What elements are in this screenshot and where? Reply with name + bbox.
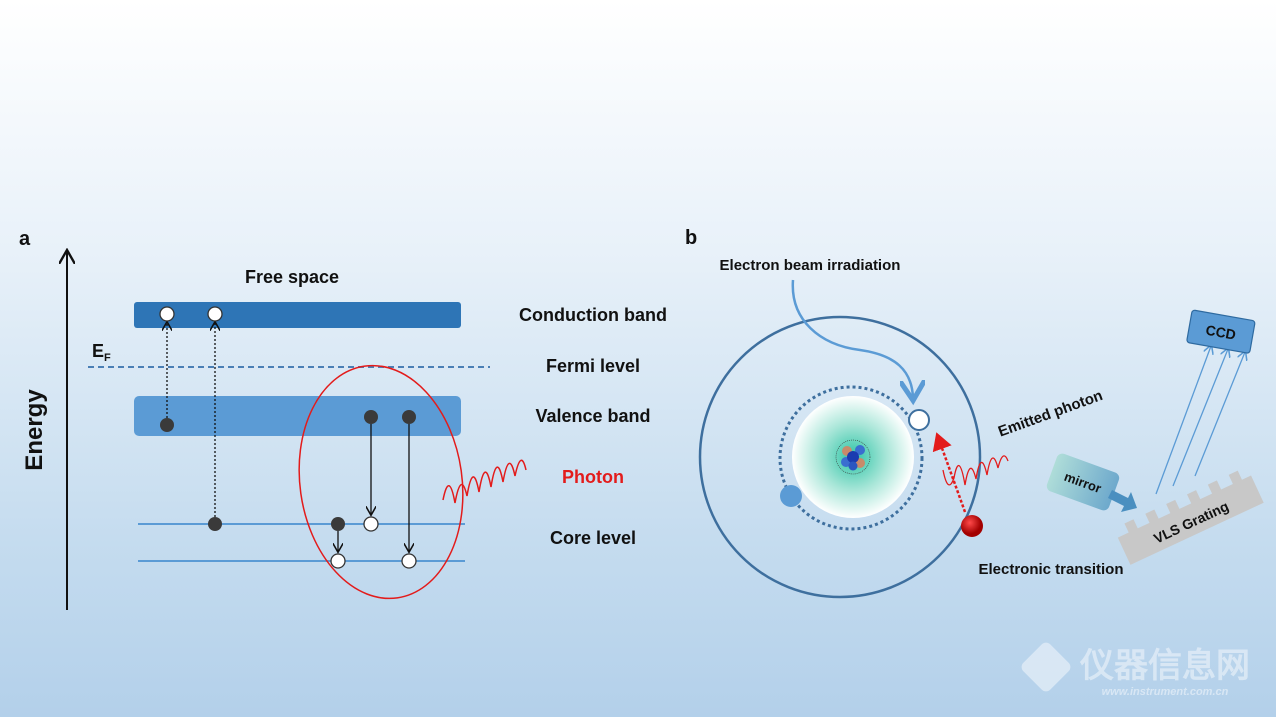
inner-orbit <box>778 385 924 531</box>
conduction-band-label: Conduction band <box>519 305 667 325</box>
svg-text:www.instrument.com.cn: www.instrument.com.cn <box>1102 686 1229 698</box>
energy-axis-label: Energy <box>21 389 48 471</box>
photon-label: Photon <box>562 467 624 487</box>
valence-band-label: Valence band <box>535 406 650 426</box>
beam-label: Electron beam irradiation <box>720 257 901 274</box>
holes <box>159 306 417 569</box>
excited-electron-icon <box>961 515 983 537</box>
valence-band <box>134 396 461 436</box>
panel-b-label: b <box>685 227 697 249</box>
emission-ellipse <box>298 364 464 600</box>
svg-text:CCD: CCD <box>1204 322 1237 343</box>
transition-label: Electronic transition <box>978 561 1123 578</box>
transitions <box>167 323 409 551</box>
vacancy-icon <box>908 409 930 431</box>
electron-beam-arrow <box>791 279 913 398</box>
panel-a-label: a <box>19 228 31 250</box>
electron-icon <box>780 485 802 507</box>
free-space-label: Free space <box>245 267 339 287</box>
diffracted-rays <box>1155 346 1245 495</box>
core-level-label: Core level <box>550 528 636 548</box>
outer-orbit <box>698 315 982 599</box>
transition-arrow <box>932 432 967 513</box>
mirror: mirror <box>1046 453 1120 511</box>
conduction-band <box>134 302 461 328</box>
mirror-arrow-icon <box>1108 490 1137 512</box>
ccd-detector: CCD <box>1186 309 1256 354</box>
fermi-level-label: Fermi level <box>546 356 640 376</box>
emitted-photon-wave-icon <box>942 455 1009 486</box>
emitted-photon-label: Emitted photon <box>996 387 1105 441</box>
watermark-logo: 仪器信息网 www.instrument.com.cn <box>1021 642 1250 698</box>
electrons <box>160 410 416 531</box>
nucleus-icon <box>835 439 871 475</box>
photon-wave-icon <box>442 459 527 504</box>
fermi-symbol: EF <box>92 341 111 364</box>
vls-grating: VLS Grating <box>1117 470 1264 565</box>
svg-text:仪器信息网: 仪器信息网 <box>1079 646 1250 685</box>
